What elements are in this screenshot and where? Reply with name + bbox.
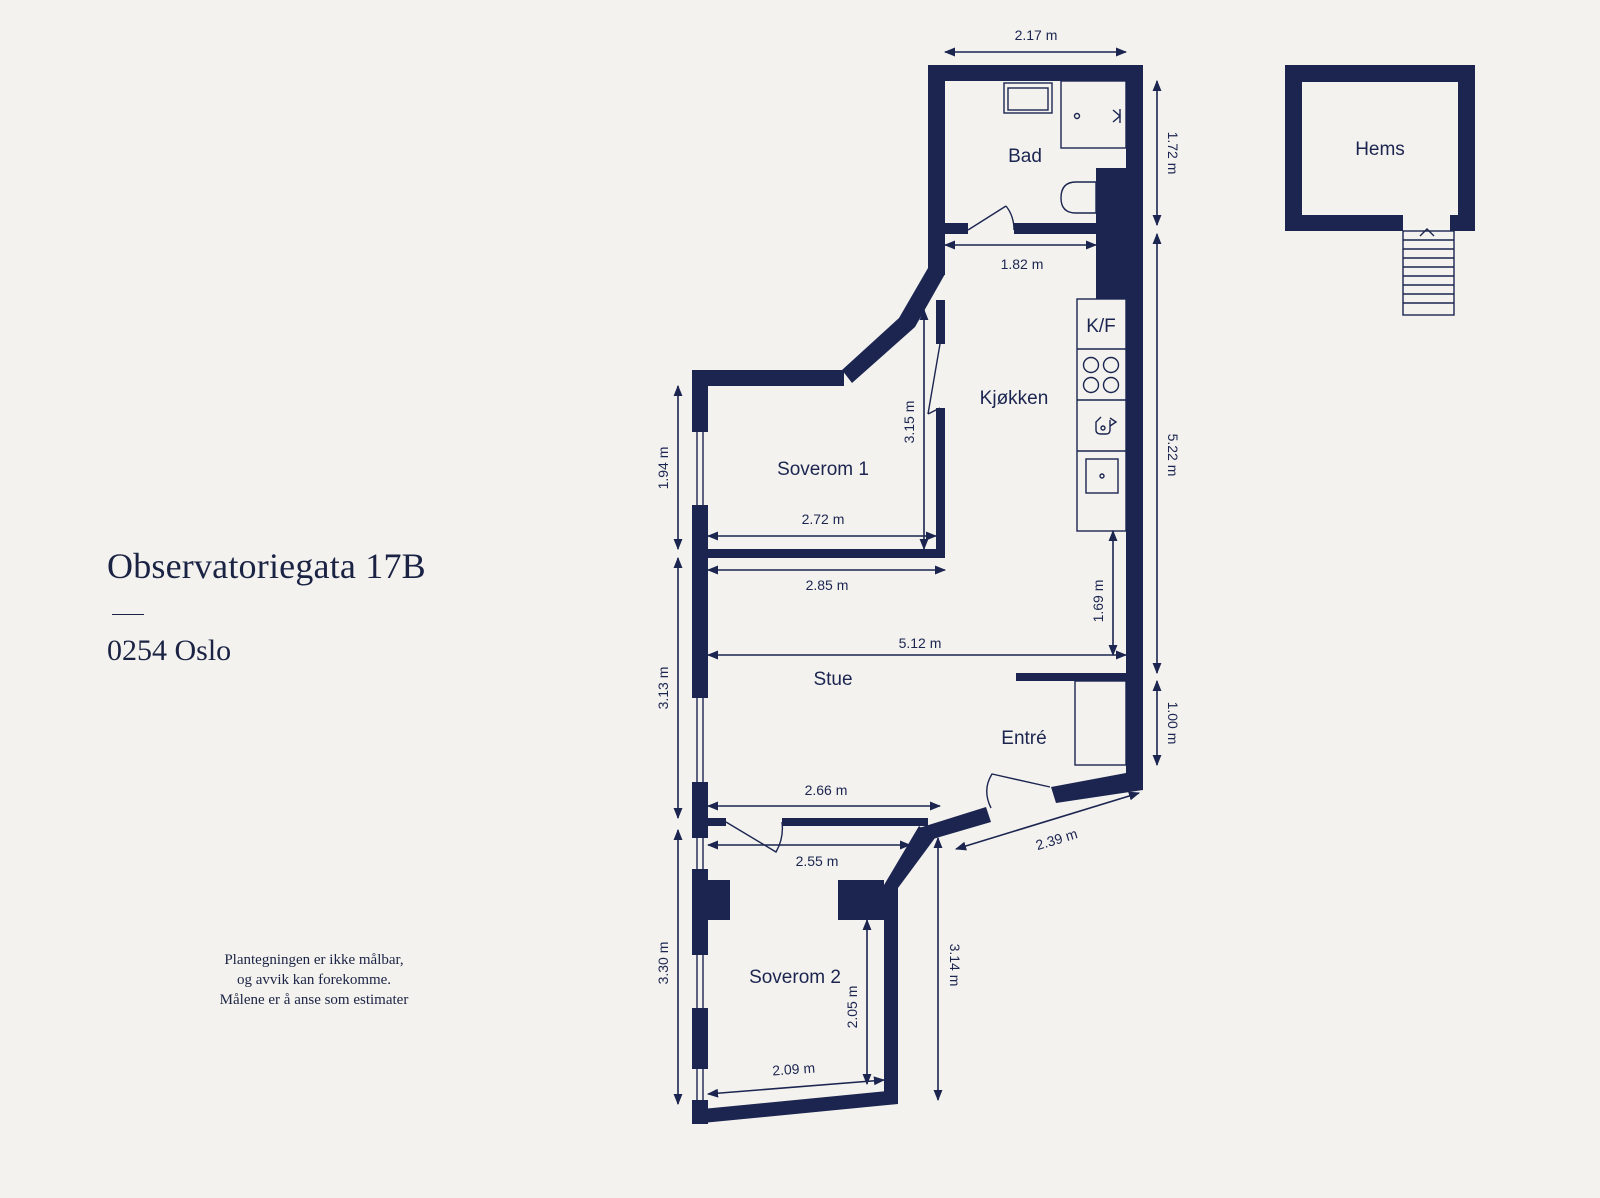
kitchen-counter [1076, 298, 1127, 532]
wall-diagonal-bottom [884, 826, 935, 1104]
kitchen-sink-icon [1095, 416, 1118, 435]
dim-soverom2-outer: 3.30 m [655, 942, 671, 985]
wall-left-1 [692, 370, 708, 432]
wall-soverom1-right-upper [936, 300, 945, 344]
wall-bad-bottom-left [928, 223, 968, 234]
bad-door-swing [967, 205, 1015, 231]
dim-soverom2-width-top: 2.55 m [796, 853, 839, 869]
title-divider [112, 614, 144, 615]
room-label-soverom1: Soverom 1 [777, 459, 869, 480]
wall-soverom2-top-right [782, 818, 928, 826]
dim-bad-width: 2.17 m [1015, 27, 1058, 43]
wall-soverom1-right-lower [936, 408, 945, 557]
wall-shaft [1096, 168, 1126, 299]
entre-wardrobe [1074, 680, 1127, 766]
dim-kitchen-height: 5.22 m [1165, 434, 1181, 477]
walls [692, 65, 1143, 1124]
room-labels: Bad Kjøkken Soverom 1 Stue Entré Soverom… [749, 139, 1405, 988]
shower-head-icon [1112, 109, 1122, 123]
address-street: Observatoriegata 17B [107, 546, 426, 586]
wall-left-3 [692, 782, 708, 838]
disclaimer: Plantegningen er ikke målbar, og avvik k… [192, 950, 436, 1010]
stove-icon [1082, 356, 1120, 394]
wall-hems-bottom-right [1450, 215, 1475, 231]
front-door-swing [986, 773, 1051, 809]
dim-kitchen-width: 1.82 m [1001, 256, 1044, 272]
disclaimer-line: Plantegningen er ikke målbar, [224, 952, 404, 968]
room-label-hems: Hems [1355, 139, 1405, 160]
fixtures [725, 80, 1127, 853]
dim-soverom1-inner: 3.15 m [901, 401, 917, 444]
disclaimer-line: og avvik kan forekomme. [236, 972, 392, 988]
wall-bad-left [928, 65, 945, 275]
wall-right [1126, 65, 1143, 777]
wall-hems-right [1458, 65, 1475, 231]
soverom1-door-swing [927, 343, 941, 415]
wall-entre-bottom [1051, 773, 1143, 803]
wall-bad-bottom-right [1014, 223, 1096, 234]
dim-stue-kitchen-gap: 1.69 m [1090, 580, 1106, 623]
bad-sink-basin [1007, 87, 1049, 111]
dim-entre-width: 2.39 m [1034, 825, 1080, 853]
wall-hems-bottom-left [1285, 215, 1403, 231]
dim-stue-width-full: 5.12 m [899, 635, 942, 651]
room-label-stue: Stue [813, 669, 852, 690]
fridge-freezer-label: K/F [1086, 316, 1116, 337]
dishwasher-icon [1085, 458, 1119, 494]
wall-hems-top [1285, 65, 1475, 82]
address-city: 0254 Oslo [107, 634, 232, 667]
wall-soverom1-bottom [692, 549, 945, 558]
wall-entre-top [1016, 673, 1126, 681]
dim-soverom2-width-bottom: 2.09 m [772, 1060, 816, 1079]
dim-entre-height: 1.00 m [1165, 702, 1181, 745]
dim-soverom2-right: 3.14 m [947, 944, 963, 987]
room-label-entre: Entré [1001, 728, 1046, 749]
wall-soverom2-bottom [692, 1090, 898, 1124]
dim-soverom1-outer: 1.94 m [655, 447, 671, 490]
wall-left-2 [692, 505, 708, 698]
wall-soverom1-top [692, 370, 844, 386]
wall-soverom2-top-left [708, 818, 726, 826]
bad-sink-icon [1003, 82, 1053, 114]
dim-stue-width-top: 2.85 m [806, 577, 849, 593]
hems-structure [1285, 65, 1475, 316]
dim-stue-width-bottom: 2.66 m [805, 782, 848, 798]
wall-bad-top [928, 65, 1142, 81]
soverom2-door-swing [725, 821, 784, 853]
dim-stue-height: 3.13 m [655, 667, 671, 710]
dim-soverom1-width: 2.72 m [802, 511, 845, 527]
wall-left-5 [692, 1008, 708, 1069]
stairs-icon [1402, 228, 1455, 316]
wall-hems-left [1285, 65, 1302, 231]
shower-icon [1060, 80, 1127, 149]
dim-bad-depth: 1.72 m [1165, 132, 1181, 175]
wall-pillar-left [708, 880, 730, 920]
toilet-icon [1060, 181, 1097, 214]
dimension-lines [673, 47, 1162, 1106]
room-label-kjokken: Kjøkken [980, 388, 1049, 409]
room-label-bad: Bad [1008, 146, 1042, 167]
wall-diagonal-top [842, 268, 945, 383]
wall-left-4 [692, 869, 708, 955]
room-label-soverom2: Soverom 2 [749, 967, 841, 988]
disclaimer-line: Målene er å anse som estimater [219, 992, 409, 1008]
dim-soverom2-inner: 2.05 m [844, 986, 860, 1029]
wall-pillar-right [838, 880, 884, 920]
